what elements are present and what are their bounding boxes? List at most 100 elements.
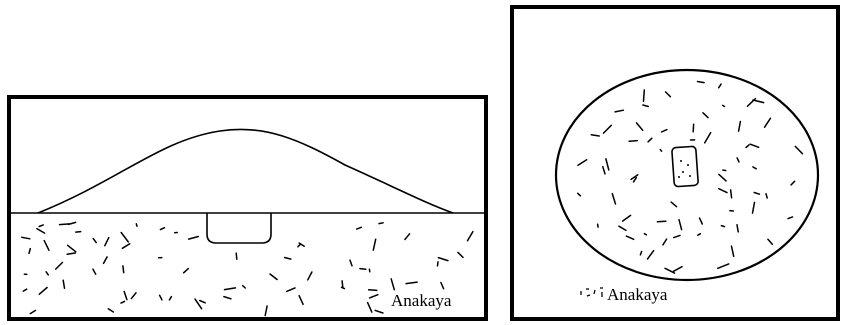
texture-dash bbox=[121, 243, 131, 250]
texture-dash bbox=[241, 284, 247, 289]
texture-dash bbox=[720, 224, 726, 228]
central-chamber bbox=[671, 145, 699, 188]
texture-dash bbox=[36, 227, 46, 234]
texture-dash bbox=[107, 308, 115, 313]
texture-dash bbox=[374, 309, 384, 314]
texture-dash bbox=[721, 104, 726, 108]
texture-dash bbox=[223, 287, 237, 291]
texture-dash bbox=[378, 222, 384, 225]
texture-dash bbox=[632, 176, 638, 183]
texture-dash bbox=[38, 286, 48, 295]
texture-dash bbox=[341, 280, 344, 289]
texture-dash bbox=[717, 83, 722, 89]
texture-dash bbox=[577, 159, 588, 167]
texture-dash bbox=[702, 112, 709, 119]
texture-dash bbox=[104, 236, 110, 247]
texture-dash bbox=[367, 289, 378, 292]
texture-dash bbox=[123, 290, 128, 301]
texture-dash bbox=[643, 232, 648, 236]
soil-texture bbox=[21, 221, 474, 317]
mound-fill-texture bbox=[576, 80, 804, 274]
texture-dash bbox=[630, 174, 639, 181]
plan-panel: Anakaya bbox=[510, 5, 840, 321]
texture-dash bbox=[576, 192, 582, 197]
texture-dash bbox=[187, 235, 200, 240]
texture-dash bbox=[66, 244, 77, 253]
texture-dash bbox=[602, 124, 613, 134]
texture-dash bbox=[660, 128, 668, 133]
texture-dash bbox=[466, 230, 474, 242]
texture-dash bbox=[130, 292, 137, 300]
texture-dash bbox=[697, 232, 702, 236]
texture-dash bbox=[662, 238, 668, 246]
texture-dash bbox=[698, 217, 704, 225]
texture-dash bbox=[194, 298, 203, 310]
texture-dash bbox=[670, 201, 678, 208]
texture-dash bbox=[67, 221, 77, 226]
texture-dash bbox=[635, 122, 644, 132]
texture-dash bbox=[298, 294, 304, 306]
texture-dash bbox=[285, 287, 296, 293]
texture-dash bbox=[596, 223, 599, 228]
texture-dash bbox=[664, 267, 676, 274]
texture-dash bbox=[120, 300, 126, 304]
texture-dash bbox=[283, 256, 292, 260]
texture-dash bbox=[159, 226, 166, 231]
texture-dash bbox=[730, 245, 735, 258]
texture-dash bbox=[678, 218, 683, 231]
texture-dash bbox=[625, 235, 635, 241]
texture-dash bbox=[767, 238, 774, 246]
plan-caption: Anakaya bbox=[607, 285, 668, 304]
texture-dash bbox=[656, 220, 667, 223]
texture-dash bbox=[366, 301, 373, 313]
texture-dash bbox=[642, 89, 646, 103]
texture-dash bbox=[736, 223, 739, 233]
texture-dash bbox=[359, 267, 367, 271]
texture-dash bbox=[614, 109, 625, 113]
texture-dash bbox=[752, 166, 757, 170]
texture-dash bbox=[703, 131, 712, 144]
texture-dash bbox=[29, 309, 37, 315]
texture-dash bbox=[355, 226, 363, 230]
texture-dash bbox=[182, 267, 190, 274]
texture-dash bbox=[21, 236, 31, 240]
texture-dash bbox=[639, 250, 643, 256]
texture-dash bbox=[349, 259, 353, 267]
texture-dash bbox=[611, 192, 617, 205]
mound-profile bbox=[37, 128, 454, 214]
texture-dash bbox=[672, 234, 681, 239]
texture-dash bbox=[749, 143, 760, 149]
chamber-fill-dots bbox=[678, 160, 691, 178]
texture-dash bbox=[729, 189, 733, 199]
texture-dash bbox=[646, 249, 655, 260]
texture-dash bbox=[618, 225, 627, 232]
texture-dash bbox=[753, 191, 761, 195]
texture-dash bbox=[794, 145, 804, 155]
texture-dash bbox=[92, 268, 97, 275]
texture-dash bbox=[307, 271, 313, 281]
texture-dash bbox=[66, 252, 76, 255]
texture-dash bbox=[368, 293, 379, 299]
texture-dash bbox=[787, 216, 794, 220]
texture-dash bbox=[717, 263, 730, 270]
texture-dash bbox=[235, 252, 238, 260]
section-caption: Anakaya bbox=[391, 291, 452, 310]
texture-dash bbox=[404, 233, 411, 241]
texture-dash bbox=[440, 281, 445, 290]
section-panel: Anakaya bbox=[7, 95, 488, 321]
texture-dash bbox=[790, 180, 796, 186]
mound-outline bbox=[554, 68, 820, 282]
texture-dash bbox=[659, 148, 663, 152]
texture-dash bbox=[647, 137, 653, 143]
texture-dash bbox=[62, 279, 66, 289]
texture-dash bbox=[736, 157, 740, 163]
texture-dash bbox=[22, 288, 28, 292]
texture-dash bbox=[718, 187, 728, 194]
texture-dash bbox=[168, 295, 173, 301]
plan-frame bbox=[510, 5, 840, 321]
texture-dash bbox=[751, 201, 756, 214]
legend-symbol bbox=[580, 287, 603, 297]
section-frame bbox=[7, 95, 488, 321]
texture-dash bbox=[605, 158, 610, 171]
